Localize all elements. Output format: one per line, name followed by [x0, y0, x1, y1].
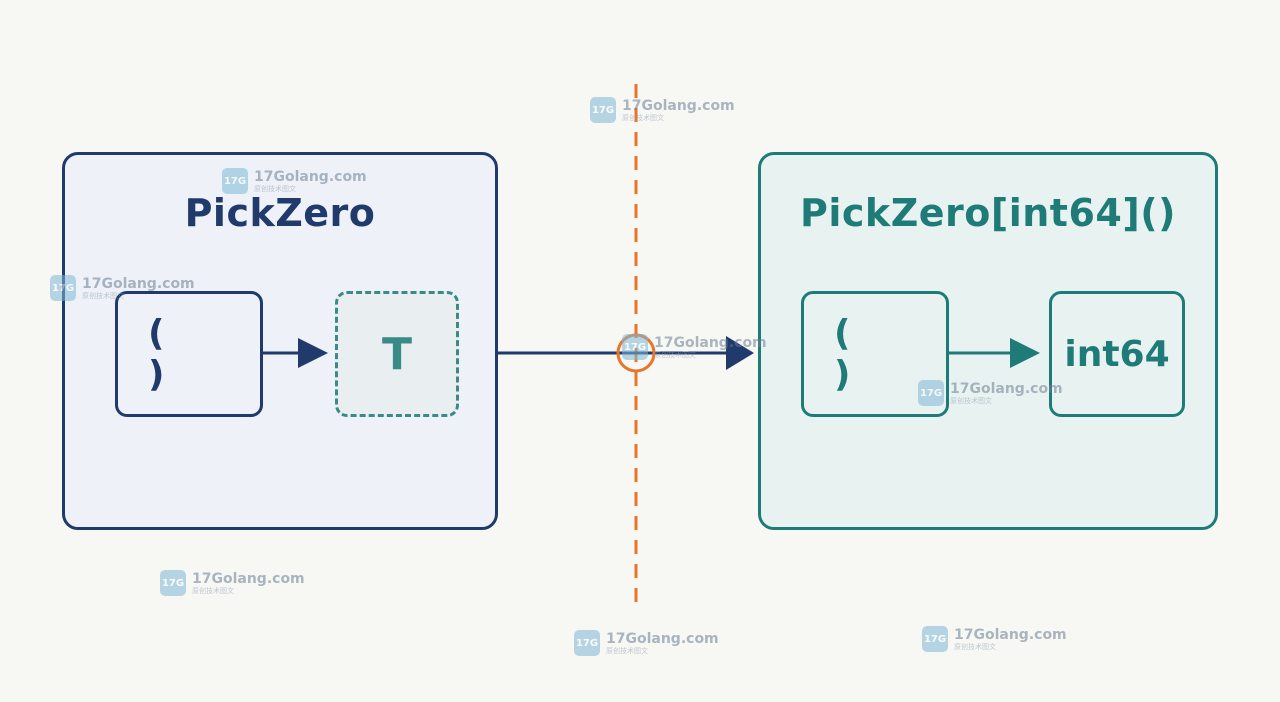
instantiated-params-label: ( ) — [834, 313, 881, 395]
watermark-logo-icon: 17G — [918, 380, 944, 406]
concrete-type-label: int64 — [1064, 333, 1170, 375]
generic-function-panel: PickZero ( ) T — [62, 152, 498, 530]
watermark-logo-icon: 17G — [50, 275, 76, 301]
watermark-logo-icon: 17G — [222, 168, 248, 194]
generic-params-box: ( ) — [115, 291, 263, 417]
watermark-logo-icon: 17G — [922, 626, 948, 652]
instantiated-function-panel: PickZero[int64]() ( ) int64 — [758, 152, 1218, 530]
type-parameter-box: T — [335, 291, 459, 417]
instantiated-function-title: PickZero[int64]() — [800, 191, 1176, 235]
type-parameter-label: T — [381, 328, 412, 380]
watermark-logo-icon: 17G — [590, 97, 616, 123]
watermark-logo-icon: 17G — [574, 630, 600, 656]
concrete-type-box: int64 — [1049, 291, 1185, 417]
instantiation-arrow-head — [726, 336, 754, 370]
watermark-logo-icon: 17G — [622, 334, 648, 360]
watermark-logo-icon: 17G — [160, 570, 186, 596]
generic-params-label: ( ) — [148, 313, 195, 395]
generic-function-title: PickZero — [184, 191, 376, 235]
